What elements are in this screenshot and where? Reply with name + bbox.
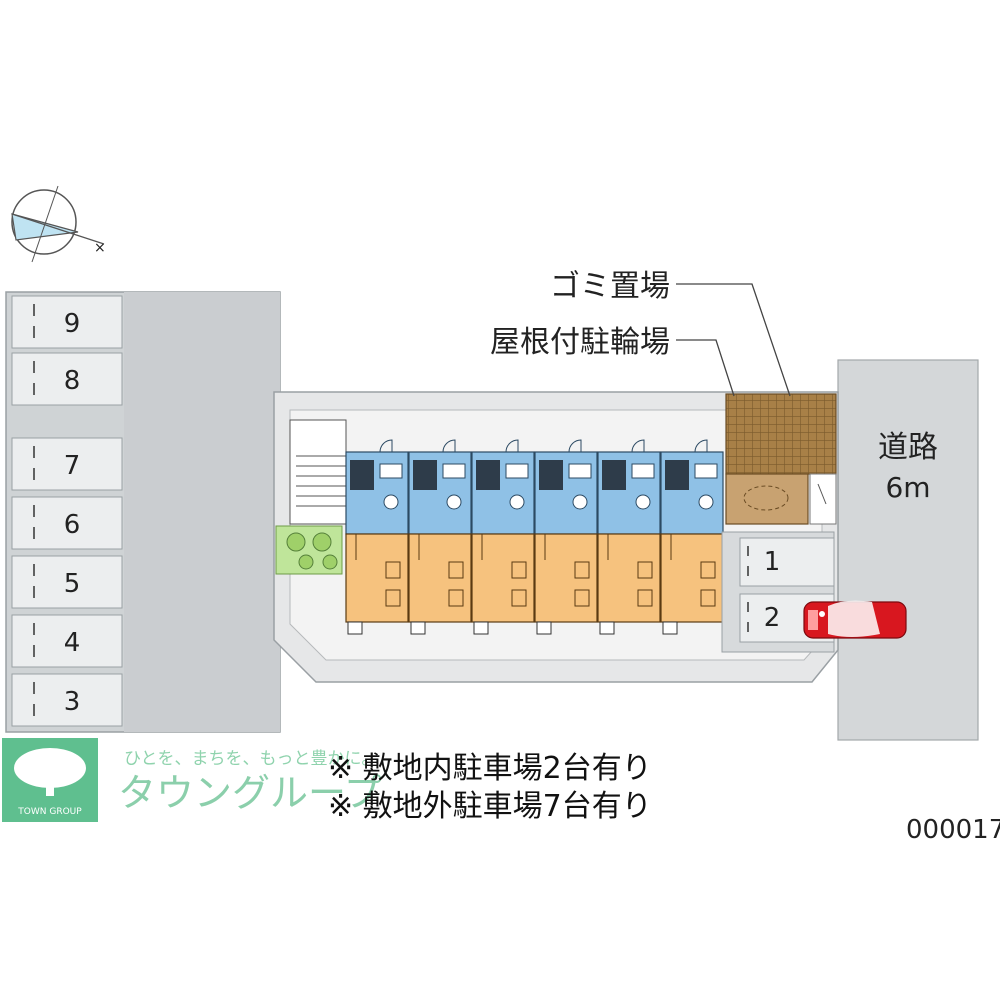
onsite-spot-number: 2 xyxy=(764,603,781,633)
note-onsite-parking: ※ 敷地内駐車場2台有り xyxy=(328,751,652,786)
apartment-unit xyxy=(408,439,472,635)
offsite-spot-list: 9 8 7 6 5 4 3 xyxy=(11,295,123,727)
bicycle-parking xyxy=(725,393,837,475)
town-group-logo: TOWN GROUP xyxy=(2,738,98,822)
offsite-parking-spot: 9 xyxy=(11,295,123,349)
listing-id: 000017 xyxy=(906,815,1000,845)
offsite-spot-number: 4 xyxy=(64,628,81,658)
road xyxy=(837,359,979,741)
apartment-unit xyxy=(660,439,724,635)
offsite-parking-lot: 9 8 7 6 5 4 3 xyxy=(5,291,281,733)
onsite-parking: 1 2 xyxy=(721,531,835,653)
road-width-label: 6m xyxy=(885,471,930,504)
offsite-spot-number: 3 xyxy=(64,687,81,717)
offsite-parking-spot: 5 xyxy=(11,555,123,609)
offsite-parking-spot: 7 xyxy=(11,437,123,491)
watermark-slogan: ひとを、まちを、もっと豊かに。 xyxy=(124,749,379,769)
note-offsite-parking: ※ 敷地外駐車場7台有り xyxy=(328,789,652,824)
bicycle-parking-label: 屋根付駐輪場 xyxy=(490,325,670,360)
apartment-unit xyxy=(597,439,661,635)
offsite-spot-number: 5 xyxy=(64,569,81,599)
garbage-area xyxy=(725,473,837,525)
svg-text:×: × xyxy=(94,240,106,256)
car-icon xyxy=(803,600,907,639)
offsite-spot-number: 9 xyxy=(64,309,81,339)
offsite-spot-number: 6 xyxy=(64,510,81,540)
offsite-parking-spot: 4 xyxy=(11,614,123,668)
compass-icon: × xyxy=(11,185,106,263)
stairs xyxy=(289,419,347,525)
apartment-unit xyxy=(345,439,409,635)
watermark-brand: タウングループ xyxy=(118,771,382,815)
road-name-label: 道路 xyxy=(878,430,938,465)
offsite-parking-spot: 8 xyxy=(11,352,123,406)
garden xyxy=(275,525,343,575)
apartment-unit xyxy=(471,439,535,635)
offsite-parking-spot: 3 xyxy=(11,673,123,727)
logo-text: TOWN GROUP xyxy=(17,807,82,817)
apartment-unit xyxy=(534,439,598,635)
onsite-spot-number: 1 xyxy=(764,547,781,577)
apartment-building xyxy=(345,439,724,635)
offsite-parking-spot: 6 xyxy=(11,496,123,550)
offsite-spot-number: 8 xyxy=(64,366,81,396)
garbage-label: ゴミ置場 xyxy=(550,269,670,304)
offsite-spot-number: 7 xyxy=(64,451,81,481)
